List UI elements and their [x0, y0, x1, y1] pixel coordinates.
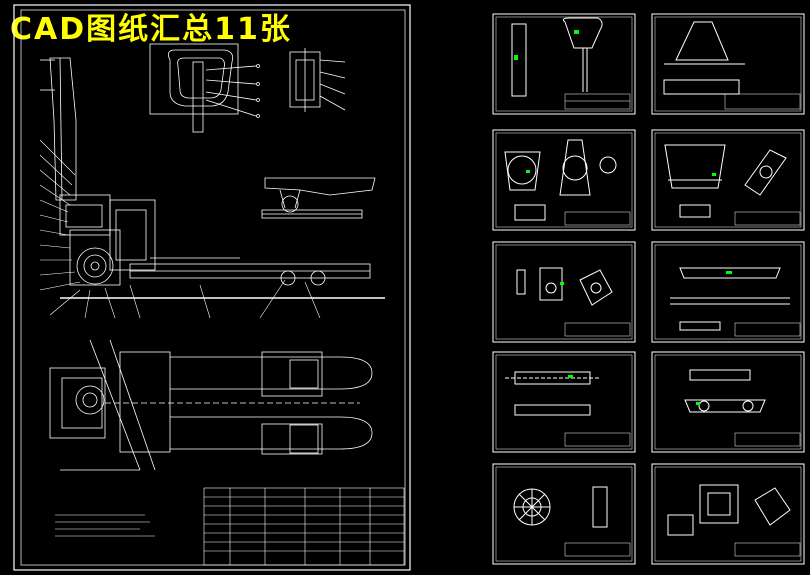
pump-body — [59, 194, 156, 286]
sheet-2[interactable] — [651, 13, 805, 115]
fork-side-view — [60, 257, 385, 299]
handle-detail — [149, 43, 260, 133]
sheet-10[interactable] — [651, 463, 805, 565]
sheet-3[interactable] — [492, 129, 636, 231]
side-detail — [289, 48, 346, 112]
banner-title: CAD图纸汇总11张 — [10, 12, 292, 47]
main-assembly-sheet[interactable] — [13, 4, 411, 571]
sheet-5[interactable] — [492, 241, 636, 343]
notes-block — [55, 514, 155, 537]
sheet-9[interactable] — [492, 463, 636, 565]
handle-bar — [40, 57, 77, 201]
callouts-left — [39, 139, 321, 319]
green-accents — [514, 30, 732, 405]
sheet-1[interactable] — [492, 13, 636, 115]
sheet-8[interactable] — [651, 351, 805, 453]
sheet-4[interactable] — [651, 129, 805, 231]
sheet-7[interactable] — [492, 351, 636, 453]
wheel-detail — [261, 177, 376, 219]
title-block — [203, 487, 405, 566]
fork-plan-view — [49, 339, 373, 471]
sheet-6[interactable] — [651, 241, 805, 343]
